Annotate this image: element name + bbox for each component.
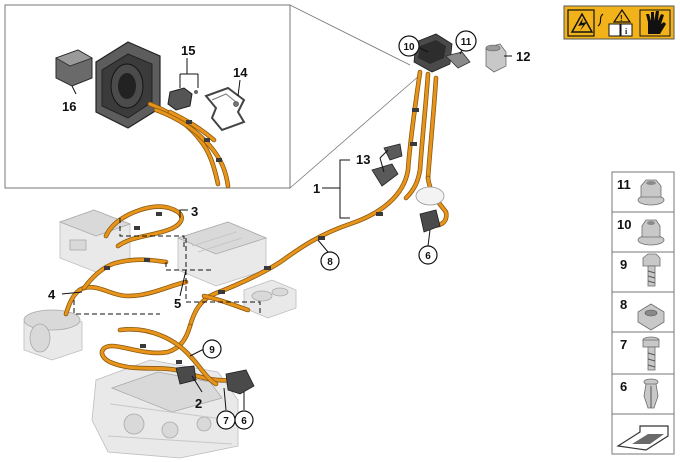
legend-item-11: 11: [611, 171, 675, 213]
svg-text:!: !: [620, 14, 623, 23]
cover-cap-part: [55, 49, 93, 95]
read-manual-icon: ! i: [597, 8, 633, 37]
ghost-engine-block: [91, 359, 239, 459]
cage-nut-icon: [637, 303, 665, 331]
callout-4: 4: [48, 287, 56, 302]
callout-11: 11: [461, 37, 472, 48]
hex-flange-nut-icon: [637, 179, 665, 206]
torx-bolt-icon: [642, 336, 660, 371]
main-harness: [63, 69, 449, 387]
warning-label: ! i: [563, 5, 675, 40]
callout-8: 8: [327, 257, 333, 268]
callout-8-circle: 8: [320, 251, 340, 271]
hex-bolt-icon: [642, 253, 661, 287]
expanding-rivet-icon: [643, 378, 659, 409]
bracket-11: [445, 51, 471, 69]
legend-item-9: 9: [611, 251, 675, 293]
callout-5: 5: [174, 296, 181, 311]
callout-10: 10: [403, 42, 415, 53]
callout-12: 12: [516, 49, 530, 64]
callout-9-circle: 9: [202, 339, 222, 359]
small-connector-part: [167, 87, 198, 111]
legend-number-8: 8: [620, 297, 627, 312]
callout-9: 9: [209, 345, 215, 356]
callout-13: 13: [356, 152, 370, 167]
callout-1: 1: [313, 181, 320, 196]
legend-number-10: 10: [617, 217, 631, 232]
callout-14: 14: [233, 65, 248, 80]
legend-item-7: 7: [611, 331, 675, 375]
connector-7-6-lower: [175, 365, 255, 395]
callout-6-upper: 6: [425, 251, 431, 262]
legend-number-11: 11: [617, 177, 631, 192]
svg-text:i: i: [625, 27, 628, 36]
ghost-components: [23, 209, 297, 459]
rear-connector-10: [413, 33, 453, 73]
callout-7-circle: 7: [216, 410, 236, 430]
hardware-legend: 11 10 9: [611, 171, 675, 455]
callout-6-upper-circle: 6: [418, 245, 438, 265]
part-arrow-icon: [611, 413, 675, 455]
legend-item-10: 10: [611, 211, 675, 253]
detail-inset: 15 14 16: [4, 4, 421, 189]
holder-13: [371, 143, 403, 187]
callout-3: 3: [191, 204, 198, 219]
legend-number-6: 6: [620, 379, 627, 394]
bracket-part: [204, 86, 246, 132]
plug-12: [485, 43, 507, 73]
callout-2: 2: [195, 396, 202, 411]
electrical-hazard-icon: [567, 9, 595, 37]
legend-item-8: 8: [611, 291, 675, 333]
callout-6-lower: 6: [241, 416, 247, 427]
callout-6-lower-circle: 6: [234, 410, 254, 430]
legend-number-7: 7: [620, 337, 627, 352]
legend-number-9: 9: [620, 257, 627, 272]
callout-7: 7: [223, 416, 229, 427]
callout-numbers: 1 2 3 4 5 13 12 8 9 7 6 6 10: [48, 30, 530, 430]
callout-10-circle: 10: [398, 35, 420, 57]
callout-leader: [237, 79, 241, 97]
ghost-electric-motor: [23, 309, 83, 361]
grommet-6-upper: [415, 186, 445, 233]
legend-item-6: 6: [611, 373, 675, 415]
ghost-pump: [243, 279, 297, 319]
flange-nut-icon: [637, 219, 665, 246]
inset-projection-line: [289, 4, 411, 66]
inset-projection-line: [289, 74, 421, 189]
callout-11-circle: 11: [455, 30, 477, 52]
inset-harness: [147, 101, 231, 189]
callout-15: 15: [181, 43, 195, 58]
callout-16: 16: [62, 99, 76, 114]
protective-gloves-icon: [639, 9, 671, 37]
charging-socket-housing: [95, 41, 161, 129]
